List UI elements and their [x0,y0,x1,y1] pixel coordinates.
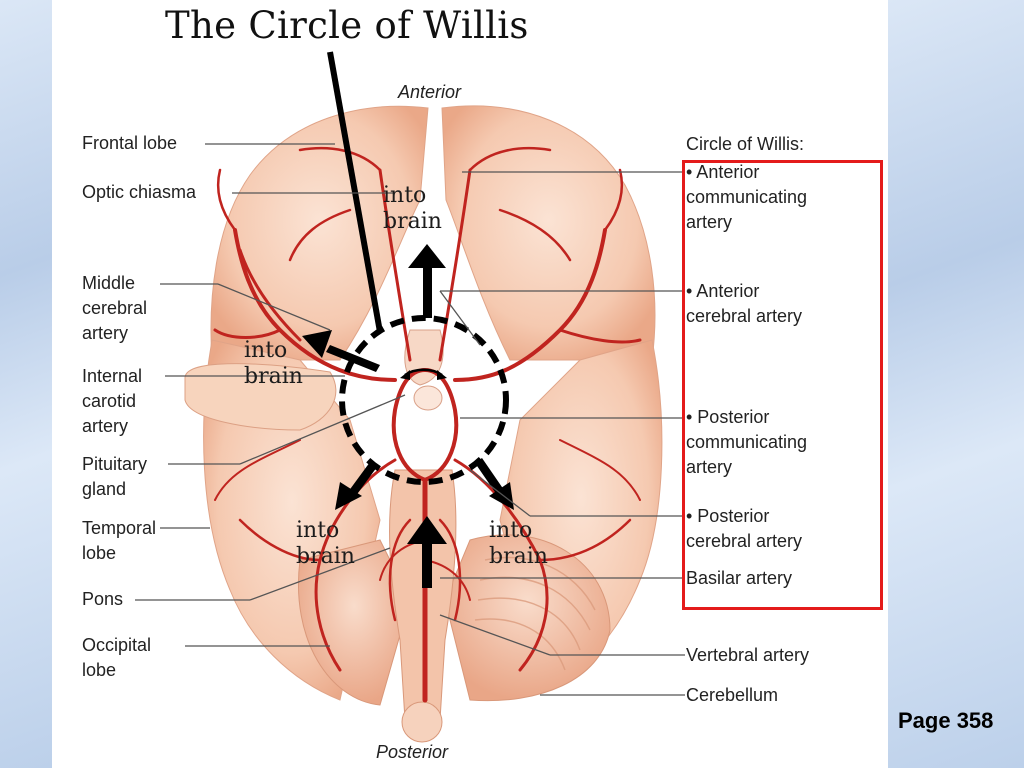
arrow-up-basilar-icon [407,516,447,588]
into-brain-annotation-bottom-right: into brain [489,518,548,569]
posterior-communicating-artery-label: • Posterior communicating artery [686,407,808,477]
middle-cerebral-artery-label: Middle cerebral artery [82,273,148,343]
anterior-label: Anterior [398,82,462,102]
internal-carotid-artery-label: Internal carotid artery [82,366,143,436]
optic-chiasma-label: Optic chiasma [82,182,197,202]
into-brain-annotation-bottom-left: into brain [296,518,355,569]
frontal-lobe-label: Frontal lobe [82,133,178,153]
circle-of-willis-highlight-box [682,160,883,610]
vertebral-artery-label: Vertebral artery [686,645,810,665]
arrow-down-left-icon [335,462,377,510]
posterior-cerebral-artery-label: • Posterior cerebral artery [686,506,803,551]
arrow-left-icon [302,330,380,372]
background-right [888,0,1024,768]
arrow-down-right-icon [475,458,514,510]
cerebellum-left [298,539,411,706]
posterior-label: Posterior [376,742,449,762]
slide-title: The Circle of Willis [165,4,529,47]
temporal-lobe-label: Temporal lobe [82,518,157,563]
anterior-cerebral-artery-label: • Anterior cerebral artery [686,281,803,326]
occipital-lobe-label: Occipital lobe [82,635,152,680]
into-brain-annotation-top: into brain [383,183,442,234]
page-number: Page 358 [898,708,994,733]
arrow-up-icon [408,244,446,318]
cerebellum-label: Cerebellum [686,685,779,705]
pituitary-gland-label: Pituitary gland [82,454,148,499]
background-left [0,0,52,768]
pons-label: Pons [82,589,124,609]
pituitary-gland-shape [413,385,443,411]
title-pointer-line [327,51,383,333]
anterior-communicating-artery-label: • Anterior communicating artery [686,162,808,232]
into-brain-annotation-left: into brain [244,338,303,389]
spinal-cord [401,701,443,743]
basilar-artery-label: Basilar artery [686,568,793,588]
leader-lines [135,143,685,696]
frontal-lobe-right [441,105,656,361]
cerebellum-right [444,534,611,702]
circle-of-willis-heading: Circle of Willis: [686,134,805,154]
